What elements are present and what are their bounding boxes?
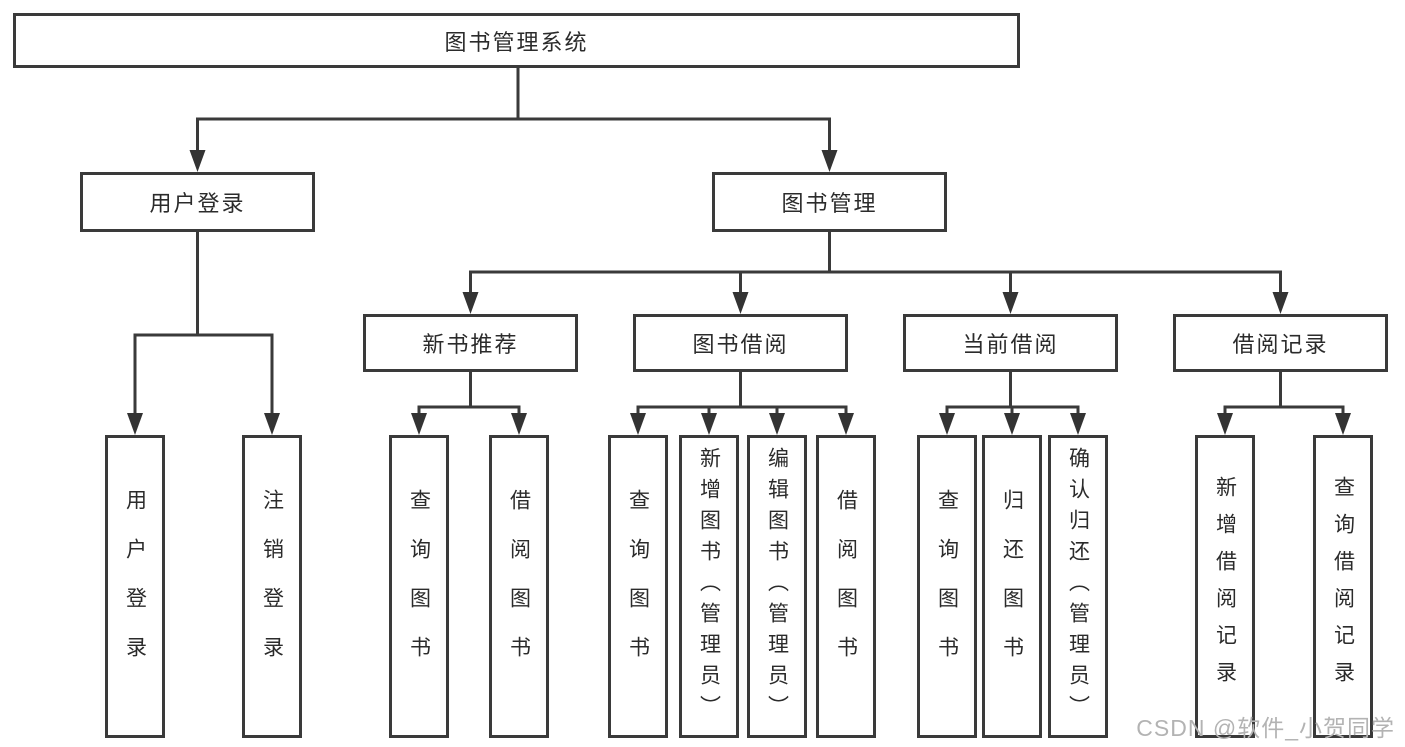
node-book-borrow: 图书借阅 bbox=[633, 314, 848, 372]
leaf-label: 借阅图书 bbox=[507, 488, 531, 685]
leaf-query-books-recommend: 查询图书 bbox=[389, 435, 449, 738]
leaf-label: 注销登录 bbox=[260, 488, 284, 685]
leaf-label: 查询图书 bbox=[626, 488, 650, 685]
leaf-query-books-current: 查询图书 bbox=[917, 435, 977, 738]
node-new-book-recommend: 新书推荐 bbox=[363, 314, 578, 372]
leaf-label: 归还图书 bbox=[1000, 488, 1024, 685]
leaf-add-book-admin: 新增图书（管理员） bbox=[679, 435, 739, 738]
leaf-label: 查询借阅记录 bbox=[1331, 475, 1355, 698]
leaf-query-borrow-record: 查询借阅记录 bbox=[1313, 435, 1373, 738]
node-library-management-system: 图书管理系统 bbox=[13, 13, 1020, 68]
node-label: 借阅记录 bbox=[1232, 332, 1329, 357]
node-current-borrow: 当前借阅 bbox=[903, 314, 1118, 372]
leaf-user-login: 用户登录 bbox=[105, 435, 165, 738]
leaf-edit-book-admin: 编辑图书（管理员） bbox=[747, 435, 807, 738]
leaf-label: 查询图书 bbox=[935, 488, 959, 685]
node-label: 图书管理系统 bbox=[444, 29, 589, 55]
leaf-label: 确认归还（管理员） bbox=[1066, 447, 1090, 726]
leaf-return-book: 归还图书 bbox=[982, 435, 1042, 738]
leaf-label: 编辑图书（管理员） bbox=[765, 447, 789, 726]
node-label: 用户登录 bbox=[149, 191, 246, 216]
leaf-borrow-books: 借阅图书 bbox=[816, 435, 876, 738]
leaf-add-borrow-record: 新增借阅记录 bbox=[1195, 435, 1255, 738]
leaf-label: 查询图书 bbox=[407, 488, 431, 685]
leaf-label: 新增借阅记录 bbox=[1213, 475, 1237, 698]
leaf-label: 用户登录 bbox=[123, 488, 147, 685]
leaf-borrow-books-recommend: 借阅图书 bbox=[489, 435, 549, 738]
leaf-logout: 注销登录 bbox=[242, 435, 302, 738]
node-label: 新书推荐 bbox=[422, 332, 519, 357]
leaf-label: 借阅图书 bbox=[834, 488, 858, 685]
watermark: CSDN @软件_小贺同学 bbox=[1136, 715, 1395, 741]
leaf-query-books-borrow: 查询图书 bbox=[608, 435, 668, 738]
node-label: 当前借阅 bbox=[962, 332, 1059, 357]
node-user-login: 用户登录 bbox=[80, 172, 315, 232]
node-label: 图书管理 bbox=[781, 191, 878, 216]
leaf-label: 新增图书（管理员） bbox=[697, 447, 721, 726]
node-borrow-records: 借阅记录 bbox=[1173, 314, 1388, 372]
node-label: 图书借阅 bbox=[692, 332, 789, 357]
leaf-confirm-return-admin: 确认归还（管理员） bbox=[1048, 435, 1108, 738]
node-book-management: 图书管理 bbox=[712, 172, 947, 232]
